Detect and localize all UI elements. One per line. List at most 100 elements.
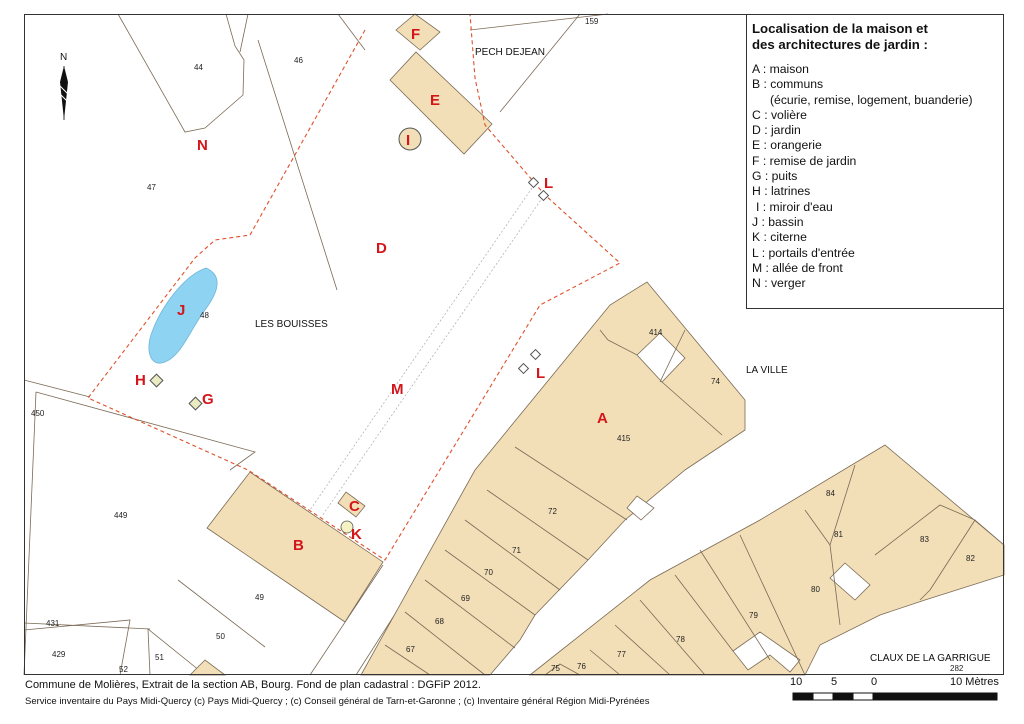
svg-text:414: 414 [649, 328, 663, 337]
svg-text:68: 68 [435, 617, 444, 626]
svg-text:48: 48 [200, 311, 209, 320]
pond-j [148, 267, 218, 364]
svg-text:84: 84 [826, 489, 835, 498]
svg-text:79: 79 [749, 611, 758, 620]
svg-text:69: 69 [461, 594, 470, 603]
svg-text:71: 71 [512, 546, 521, 555]
scale-bar-graphic [792, 692, 998, 701]
north-label: N [60, 52, 67, 63]
svg-text:72: 72 [548, 507, 557, 516]
mirror-i-circle [398, 127, 422, 151]
north-arrow: N [59, 52, 69, 120]
legend-item: B : communs [752, 77, 824, 92]
letter-j: J [177, 302, 185, 319]
scale-tick-0: 0 [871, 676, 878, 688]
letter-d: D [376, 240, 387, 257]
svg-text:415: 415 [617, 434, 631, 443]
legend-item: K : citerne [752, 230, 807, 245]
svg-text:83: 83 [920, 535, 929, 544]
svg-text:82: 82 [966, 554, 975, 563]
letter-l-south: L [536, 365, 545, 382]
building-f [395, 13, 441, 51]
letter-n: N [197, 137, 208, 154]
latrines-h-marker [149, 373, 164, 388]
svg-text:51: 51 [155, 653, 164, 662]
gate-marker-south-1 [529, 348, 542, 361]
legend-item: E : orangerie [752, 138, 822, 153]
svg-text:449: 449 [114, 511, 128, 520]
parcel-75-76 [543, 663, 581, 676]
svg-text:77: 77 [617, 650, 626, 659]
svg-text:49: 49 [255, 593, 264, 602]
alley-m [309, 187, 546, 517]
svg-text:52: 52 [119, 665, 128, 674]
building-c [337, 491, 366, 518]
parcel-block-east [528, 444, 1005, 676]
svg-text:70: 70 [484, 568, 493, 577]
building-e [389, 51, 493, 155]
letter-g: G [202, 391, 214, 408]
letter-m: M [391, 381, 404, 398]
letter-k: K [351, 526, 362, 543]
svg-text:74: 74 [711, 377, 720, 386]
legend-item: M : allée de front [752, 260, 843, 275]
courtyards [626, 332, 871, 673]
scale-tick-10: 10 [790, 676, 803, 688]
legend-item: N : verger [752, 276, 806, 291]
letter-h: H [135, 372, 146, 389]
block-a-lines [384, 329, 723, 676]
letter-a: A [597, 410, 608, 427]
parcel-small-sw [189, 659, 227, 676]
letter-f: F [411, 26, 420, 43]
legend-item: F : remise de jardin [752, 153, 857, 168]
legend-item: I : miroir d'eau [756, 199, 833, 214]
parcel-numbers: 44 46 47 48 159 414 74 415 72 71 70 69 6… [31, 17, 975, 674]
block-east-lines [589, 464, 1005, 676]
svg-text:80: 80 [811, 585, 820, 594]
legend-title: Localisation de la maison et des archite… [752, 21, 928, 52]
legend-item: J : bassin [752, 214, 804, 229]
letter-l-north: L [544, 175, 553, 192]
legend-item: L : portails d'entrée [752, 245, 855, 260]
svg-text:67: 67 [406, 645, 415, 654]
gate-marker-north-1 [527, 176, 540, 189]
letter-e: E [430, 92, 440, 109]
svg-text:50: 50 [216, 632, 225, 641]
gate-marker-south-2 [517, 362, 530, 375]
garden-boundary [87, 13, 621, 561]
svg-text:429: 429 [52, 650, 66, 659]
svg-text:44: 44 [194, 63, 203, 72]
caption-credits: Service inventaire du Pays Midi-Quercy (… [25, 696, 650, 707]
scale-bar: 10 5 0 10 Mètres [790, 676, 1005, 716]
svg-text:75: 75 [551, 664, 560, 673]
svg-text:450: 450 [31, 409, 45, 418]
legend-item: G : puits [752, 169, 798, 184]
svg-text:46: 46 [294, 56, 303, 65]
legend-item: H : latrines [752, 184, 811, 199]
svg-text:78: 78 [676, 635, 685, 644]
building-a [360, 281, 746, 676]
place-la-ville: LA VILLE [746, 365, 788, 376]
place-pech-dejean: PECH DEJEAN [475, 47, 545, 58]
letter-c: C [349, 498, 360, 515]
gate-marker-north-2 [537, 189, 550, 202]
legend-item: D : jardin [752, 123, 801, 138]
letter-i: I [406, 132, 410, 149]
svg-text:431: 431 [46, 619, 60, 628]
place-claux: CLAUX DE LA GARRIGUE [870, 653, 991, 664]
well-g-marker [188, 396, 203, 411]
svg-text:282: 282 [950, 664, 964, 673]
svg-text:76: 76 [577, 662, 586, 671]
svg-text:81: 81 [834, 530, 843, 539]
building-b [206, 471, 384, 623]
place-les-bouisses: LES BOUISSES [255, 319, 328, 330]
cistern-k-circle [340, 520, 354, 534]
svg-text:159: 159 [585, 17, 599, 26]
scale-tick-10m: 10 Mètres [950, 676, 999, 688]
legend-item: (écurie, remise, logement, buanderie) [770, 92, 973, 107]
scale-tick-5: 5 [831, 676, 838, 688]
svg-text:47: 47 [147, 183, 156, 192]
letter-b: B [293, 537, 304, 554]
buildings [189, 13, 1005, 676]
